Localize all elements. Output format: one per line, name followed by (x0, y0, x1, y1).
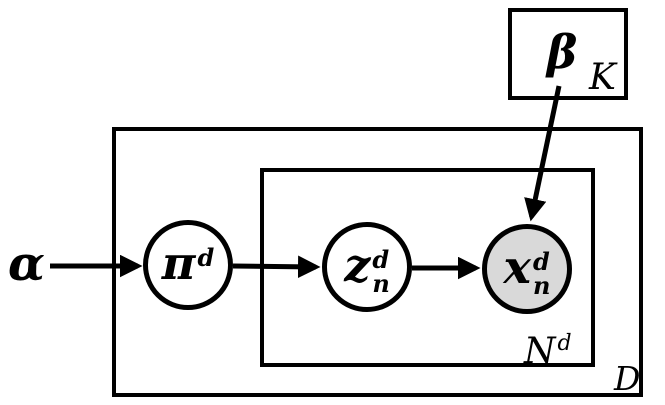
plate-D-label: D (614, 359, 641, 398)
node-x-sup: d (532, 246, 550, 276)
node-z-sup: d (372, 244, 390, 274)
node-z-sub: n (372, 268, 390, 298)
plate-N-sup: d (557, 331, 572, 356)
node-x-sub: n (532, 270, 551, 300)
plate-N-sub (558, 355, 572, 377)
plate-K-label: K (589, 57, 616, 98)
node-beta-label: β (546, 25, 578, 79)
plate-N-scripts: d (558, 333, 572, 377)
node-alpha-label: α (8, 236, 45, 292)
plate-beta-K: β (508, 8, 628, 100)
plate-N-base: N (524, 331, 556, 372)
node-pi-base: π (161, 235, 196, 290)
node-pi-sup: d (197, 242, 215, 272)
node-pi-sub (197, 270, 214, 294)
node-x-base: x (503, 239, 531, 294)
plate-outer-D (112, 127, 643, 397)
node-pi-scripts: d (197, 242, 215, 294)
node-z-base: z (344, 237, 371, 292)
